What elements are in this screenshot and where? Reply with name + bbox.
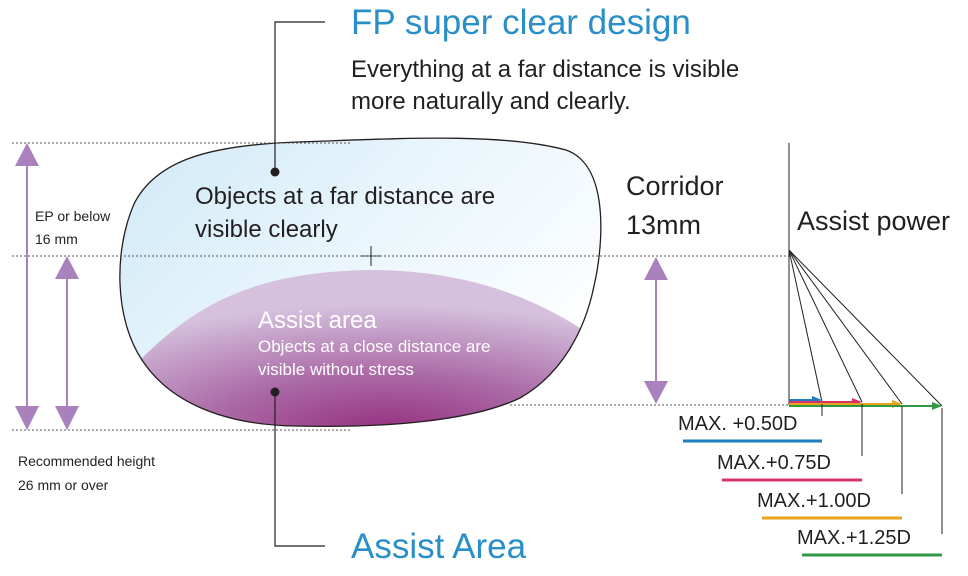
ep-label-line-2: 16 mm [35,231,78,247]
far-zone-text-line-2: visible clearly [195,216,338,243]
max-label-1-25: MAX.+1.25D [797,527,911,549]
lens-fill [119,138,601,427]
corridor-label-line-1: Corridor [626,171,724,201]
assist-power-fan [788,249,943,407]
assist-power-leaders [821,404,943,534]
recommended-label-line-2: 26 mm or over [18,477,109,493]
top-title: FP super clear design [351,3,691,42]
assist-callout-dot [270,387,280,397]
assist-power-arrows [789,396,942,410]
assist-zone-text-line-2: visible without stress [258,360,414,379]
bottom-title: Assist Area [351,527,527,566]
max-label-1-00: MAX.+1.00D [757,490,871,512]
far-zone-text-line-1: Objects at a far distance are [195,183,496,210]
ep-dimension-arrow [15,143,39,430]
far-callout-dot [270,167,280,177]
max-underlines [683,439,942,557]
far-callout-line [274,21,325,172]
corridor-label-line-2: 13mm [626,210,702,240]
max-label-0-75: MAX.+0.75D [717,452,831,474]
assist-power-label: Assist power [797,206,951,236]
max-label-0-50: MAX. +0.50D [678,413,798,435]
assist-zone-title: Assist area [258,307,377,334]
top-desc-line-1: Everything at a far distance is visible [351,56,740,83]
ep-label-line-1: EP or below [35,208,111,224]
recommended-dimension-arrow [55,256,79,430]
lens-outline [119,137,602,428]
assist-area-zone [119,270,601,427]
top-desc-line-2: more naturally and clearly. [351,88,631,115]
reference-lines [12,142,790,431]
assist-callout-line [274,392,325,547]
recommended-label-line-1: Recommended height [18,453,155,469]
assist-zone-text-line-1: Objects at a close distance are [258,337,491,356]
corridor-dimension-arrow [644,257,668,404]
